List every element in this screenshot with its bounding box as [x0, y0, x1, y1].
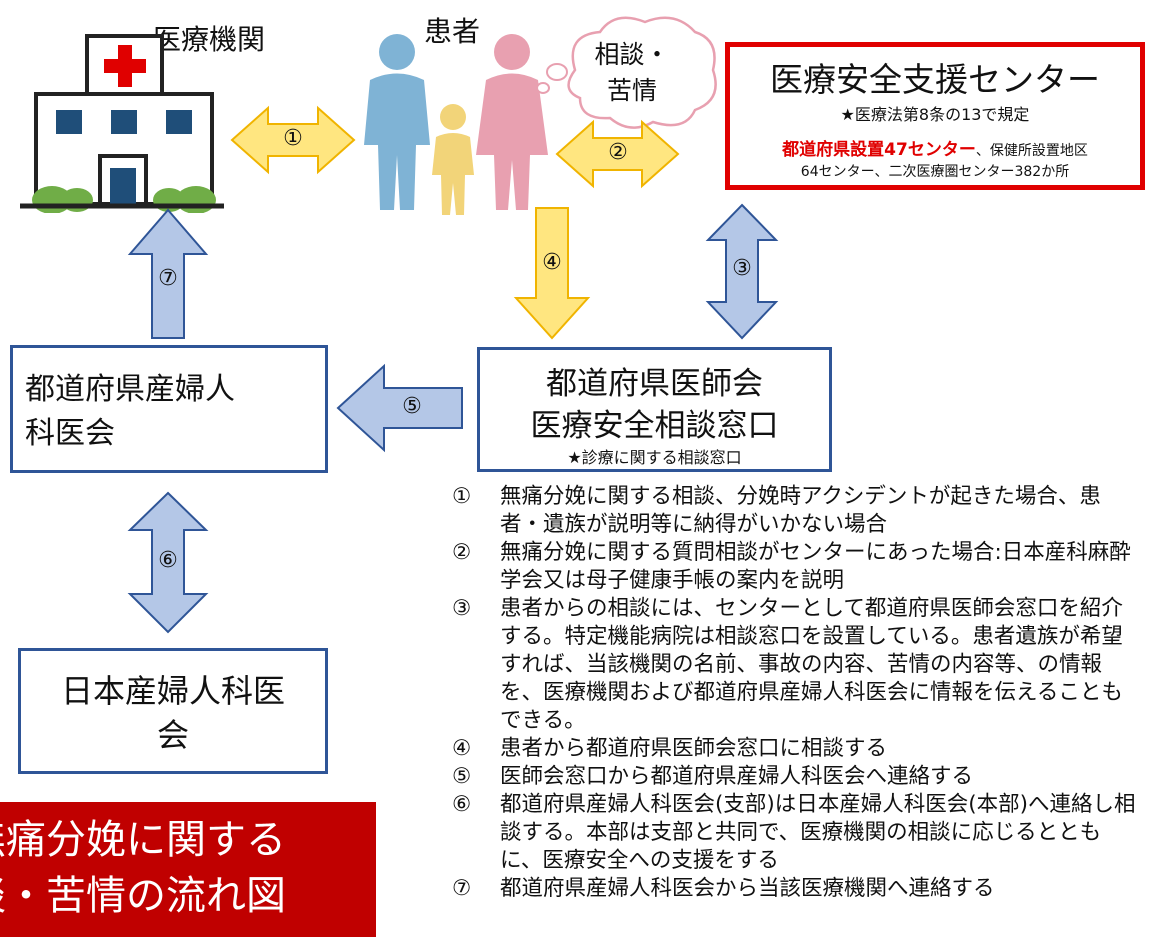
- arrow-5-label: ⑤: [402, 394, 422, 419]
- legend-item-text: 無痛分娩に関する相談、分娩時アクシデントが起きた場合、患者・遺族が説明等に納得が…: [500, 484, 1101, 537]
- patient-family-icon: [364, 34, 548, 215]
- arrow-1: [230, 105, 356, 175]
- arrow-4: [513, 207, 591, 340]
- arrow-3: [705, 203, 779, 340]
- japan-ob-association-box: 日本産婦人科医 会: [18, 648, 328, 774]
- medical-association-title: 都道府県医師会: [546, 366, 763, 402]
- support-center-box: 医療安全支援センター ★医療法第8条の13で規定 都道府県設置47センター、保健…: [725, 42, 1145, 190]
- legend-item-text: 無痛分娩に関する質問相談がセンターにあった場合:日本産科麻酔学会又は母子健康手帳…: [500, 540, 1131, 593]
- title-banner: 無痛分娩に関する 談・苦情の流れ図: [0, 802, 376, 937]
- hospital-label: 医療機関: [153, 23, 266, 56]
- legend-item: ⑦ 都道府県産婦人科医会から当該医療機関へ連絡する: [452, 875, 1142, 903]
- thought-bubble-icon: [536, 16, 717, 129]
- arrow-6: [127, 491, 209, 634]
- legend-item-text: 患者から都道府県医師会窓口に相談する: [500, 736, 888, 761]
- prefectural-ob-association-label: 都道府県産婦人 科医会: [25, 372, 235, 451]
- legend-item-number: ②: [452, 540, 472, 565]
- arrow-7: [127, 208, 209, 339]
- arrow-1-label: ①: [283, 126, 303, 151]
- legend-item-number: ⑤: [452, 764, 472, 789]
- support-center-title: 医療安全支援センター: [770, 60, 1100, 99]
- legend-item-number: ①: [452, 484, 472, 509]
- arrow-6-label: ⑥: [158, 548, 178, 573]
- legend-list: ① 無痛分娩に関する相談、分娩時アクシデントが起きた場合、患者・遺族が説明等に納得…: [452, 483, 1142, 903]
- legend-item: ⑤ 医師会窓口から都道府県産婦人科医会へ連絡する: [452, 763, 1142, 791]
- arrow-5: [336, 363, 463, 453]
- title-banner-text: 無痛分娩に関する 談・苦情の流れ図: [0, 817, 286, 919]
- arrow-7-label: ⑦: [158, 266, 178, 291]
- arrow-2: [555, 119, 680, 189]
- legend-item: ① 無痛分娩に関する相談、分娩時アクシデントが起きた場合、患者・遺族が説明等に納得…: [452, 483, 1142, 539]
- legend-item-number: ⑥: [452, 792, 472, 817]
- medical-association-box: 都道府県医師会 医療安全相談窓口 ★診療に関する相談窓口: [477, 347, 832, 472]
- arrow-2-label: ②: [608, 140, 628, 165]
- prefectural-ob-association-box: 都道府県産婦人 科医会: [10, 345, 328, 473]
- support-center-line2: 都道府県設置47センター、保健所設置地区: [730, 135, 1140, 160]
- support-center-line3: 64センター、二次医療圏センター382か所: [800, 164, 1070, 180]
- arrow-4-label: ④: [542, 250, 562, 275]
- support-center-note: ★医療法第8条の13で規定: [840, 105, 1030, 124]
- medical-association-subtitle: 医療安全相談窓口: [530, 408, 779, 444]
- legend-item-text: 都道府県産婦人科医会(支部)は日本産婦人科医会(本部)へ連絡し相談する。本部は支…: [500, 792, 1136, 873]
- support-center-line2-rest: 、保健所設置地区: [975, 143, 1088, 159]
- legend-item-number: ⑦: [452, 876, 472, 901]
- legend-item: ④ 患者から都道府県医師会窓口に相談する: [452, 735, 1142, 763]
- legend-item-text: 患者からの相談には、センターとして都道府県医師会窓口を紹介する。特定機能病院は相…: [500, 596, 1123, 733]
- legend-item-text: 医師会窓口から都道府県産婦人科医会へ連絡する: [500, 764, 974, 789]
- japan-ob-association-label: 日本産婦人科医 会: [60, 672, 285, 754]
- legend-item-number: ③: [452, 596, 472, 621]
- arrow-3-label: ③: [732, 256, 752, 281]
- legend-item: ⑥ 都道府県産婦人科医会(支部)は日本産婦人科医会(本部)へ連絡し相談する。本部は…: [452, 791, 1142, 875]
- consult-bubble-text: 相談・ 苦情: [594, 40, 670, 105]
- patient-label: 患者: [424, 15, 481, 48]
- hospital-icon: [20, 34, 224, 213]
- legend-item-number: ④: [452, 736, 472, 761]
- legend-item-text: 都道府県産婦人科医会から当該医療機関へ連絡する: [500, 876, 995, 901]
- legend-item: ③ 患者からの相談には、センターとして都道府県医師会窓口を紹介する。特定機能病院は…: [452, 595, 1142, 735]
- medical-association-note: ★診療に関する相談窓口: [567, 448, 742, 467]
- support-center-count-red: 都道府県設置47センター: [782, 140, 976, 160]
- legend-item: ② 無痛分娩に関する質問相談がセンターにあった場合:日本産科麻酔学会又は母子健康手…: [452, 539, 1142, 595]
